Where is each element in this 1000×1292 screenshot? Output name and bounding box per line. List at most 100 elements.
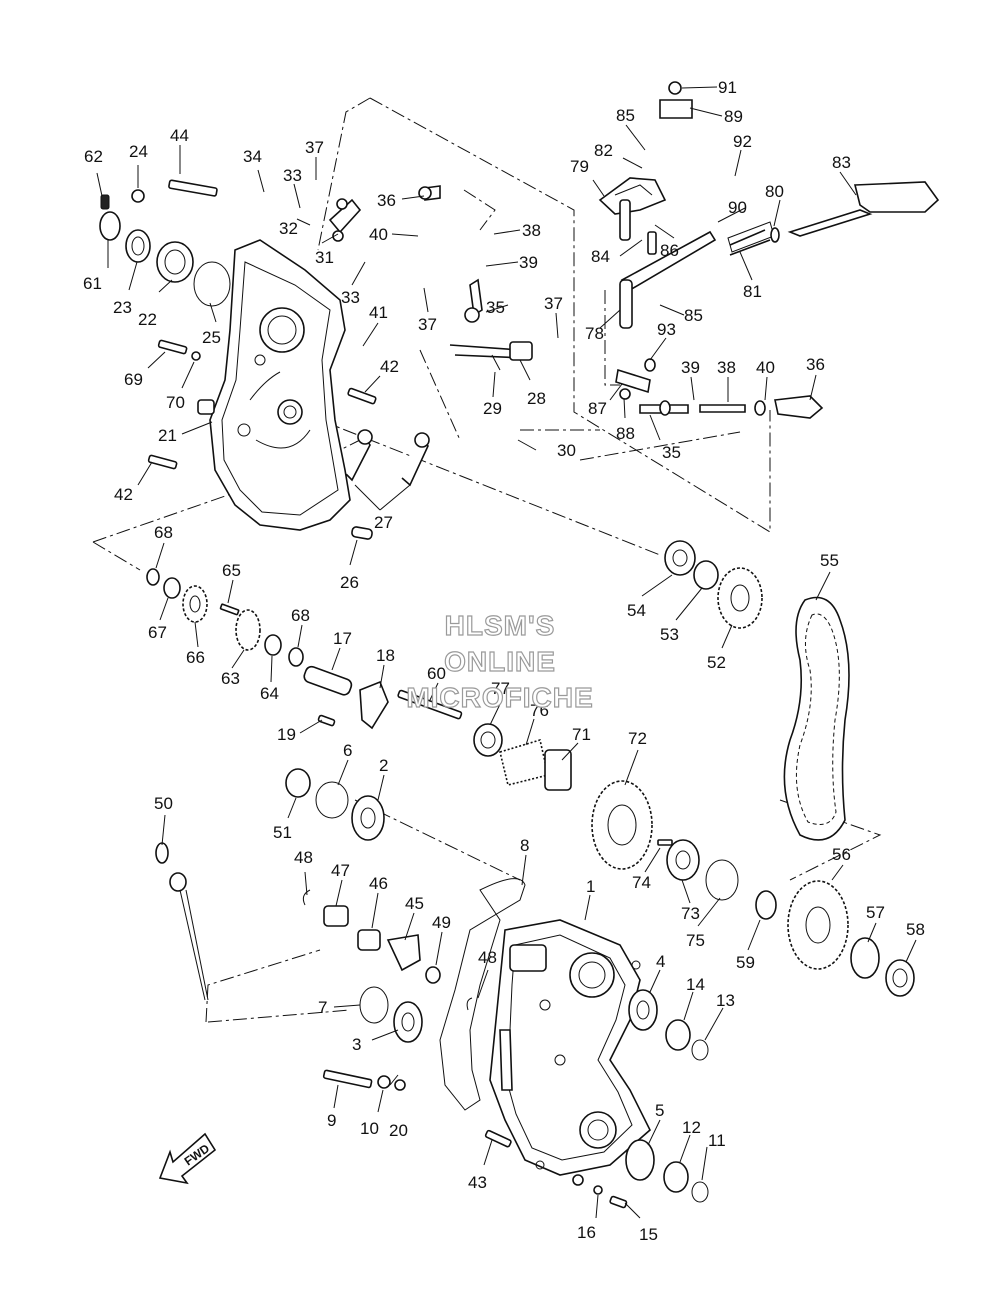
chain-case-cover <box>197 239 351 531</box>
callout: 64 <box>260 684 279 703</box>
transmission-case <box>489 919 651 1176</box>
leader-lines <box>96 86 917 1219</box>
callout: 86 <box>660 241 679 260</box>
callout: 48 <box>478 948 497 967</box>
callout: 80 <box>765 182 784 201</box>
callout: 83 <box>832 153 851 172</box>
callout: 61 <box>83 274 102 293</box>
callout: 35 <box>662 443 681 462</box>
lever-assembly <box>598 81 940 419</box>
callout: 70 <box>166 393 185 412</box>
callout: 40 <box>756 358 775 377</box>
callout: 28 <box>527 389 546 408</box>
callout: 62 <box>84 147 103 166</box>
watermark: HLSM'S ONLINE MICROFICHE <box>380 608 620 716</box>
callout: 56 <box>832 845 851 864</box>
callout: 2 <box>379 756 388 775</box>
callout: 67 <box>148 623 167 642</box>
case-gasket <box>439 878 526 1111</box>
callout: 15 <box>639 1225 658 1244</box>
callout: 73 <box>681 904 700 923</box>
callout: 26 <box>340 573 359 592</box>
callout: 93 <box>657 320 676 339</box>
left-bearings <box>99 179 377 470</box>
callout: 82 <box>594 141 613 160</box>
callout: 88 <box>616 424 635 443</box>
gear-train <box>146 568 739 901</box>
callout: 78 <box>585 324 604 343</box>
callout: 55 <box>820 551 839 570</box>
shift-linkage <box>328 185 533 540</box>
callout: 9 <box>327 1111 336 1130</box>
callout: 33 <box>283 166 302 185</box>
callout: 69 <box>124 370 143 389</box>
callout: 24 <box>129 142 148 161</box>
callout: 6 <box>343 741 352 760</box>
callout: 42 <box>380 357 399 376</box>
callout: 10 <box>360 1119 379 1138</box>
callout: 65 <box>222 561 241 580</box>
callout: 87 <box>588 399 607 418</box>
callout: 38 <box>522 221 541 240</box>
callout: 7 <box>318 998 327 1017</box>
callout: 66 <box>186 648 205 667</box>
callout: 49 <box>432 913 451 932</box>
callout: 36 <box>806 355 825 374</box>
callout: 41 <box>369 303 388 322</box>
callout: 89 <box>724 107 743 126</box>
callout: 68 <box>291 606 310 625</box>
callout: 16 <box>577 1223 596 1242</box>
callout: 47 <box>331 861 350 880</box>
callout: 71 <box>572 725 591 744</box>
callout: 52 <box>707 653 726 672</box>
callout: 37 <box>305 138 324 157</box>
callout: 3 <box>352 1035 361 1054</box>
callout: 90 <box>728 198 747 217</box>
callout: 58 <box>906 920 925 939</box>
callout: 46 <box>369 874 388 893</box>
watermark-line-2: ONLINE <box>444 645 556 677</box>
watermark-line-3: MICROFICHE <box>406 681 594 713</box>
callout: 75 <box>686 931 705 950</box>
callout: 27 <box>374 513 393 532</box>
callout: 57 <box>866 903 885 922</box>
callout: 14 <box>686 975 705 994</box>
callout: 38 <box>717 358 736 377</box>
callout: 85 <box>616 106 635 125</box>
callout: 30 <box>557 441 576 460</box>
callout: 25 <box>202 328 221 347</box>
callout: 74 <box>632 873 651 892</box>
callout: 37 <box>418 315 437 334</box>
callout: 36 <box>377 191 396 210</box>
callout: 72 <box>628 729 647 748</box>
callout: 8 <box>520 836 529 855</box>
callout: 39 <box>519 253 538 272</box>
callout: 84 <box>591 247 610 266</box>
callout: 91 <box>718 78 737 97</box>
callout: 59 <box>736 953 755 972</box>
lower-parts <box>155 842 709 1209</box>
callout: 44 <box>170 126 189 145</box>
forward-arrow: FWD <box>158 1132 217 1185</box>
callout: 29 <box>483 399 502 418</box>
callout: 33 <box>341 288 360 307</box>
assembly-reference-lines <box>92 97 882 1023</box>
callout: 54 <box>627 601 646 620</box>
callout: 53 <box>660 625 679 644</box>
callout: 45 <box>405 894 424 913</box>
callout: 22 <box>138 310 157 329</box>
callout: 48 <box>294 848 313 867</box>
callout: 39 <box>681 358 700 377</box>
callout: 92 <box>733 132 752 151</box>
callout: 19 <box>277 725 296 744</box>
callout: 60 <box>427 664 446 683</box>
callout: 42 <box>114 485 133 504</box>
callout: 40 <box>369 225 388 244</box>
callout: 4 <box>656 952 665 971</box>
callout: 23 <box>113 298 132 317</box>
callout: 76 <box>530 701 549 720</box>
callout: 37 <box>544 294 563 313</box>
watermark-line-1: HLSM'S <box>444 609 556 641</box>
callout: 11 <box>708 1131 726 1150</box>
